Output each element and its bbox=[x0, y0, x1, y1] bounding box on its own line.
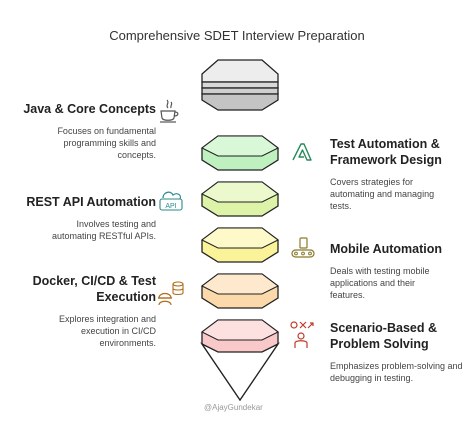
framework-icon bbox=[292, 143, 312, 161]
item-java: Java & Core Concepts Focuses on fundamen… bbox=[14, 101, 156, 161]
svg-text:API: API bbox=[165, 203, 176, 210]
segment-pink-tip bbox=[200, 319, 280, 402]
diagram-title: Comprehensive SDET Interview Preparation bbox=[109, 28, 365, 43]
item-heading: Scenario-Based & Problem Solving bbox=[330, 321, 437, 351]
item-description: Deals with testing mobile applications a… bbox=[330, 266, 430, 300]
mobile-automation-icon bbox=[291, 237, 315, 258]
item-mobile-automation: Mobile Automation Deals with testing mob… bbox=[330, 241, 470, 301]
item-heading: Java & Core Concepts bbox=[23, 102, 156, 116]
pencil-stack-diagram bbox=[200, 59, 280, 402]
item-heading: Test Automation & Framework Design bbox=[330, 137, 442, 167]
eraser-segment bbox=[201, 59, 279, 111]
item-rest-api: REST API Automation Involves testing and… bbox=[14, 194, 156, 242]
item-description: Focuses on fundamental programming skill… bbox=[57, 126, 156, 160]
problem-solving-icon bbox=[290, 321, 314, 348]
item-description: Involves testing and automating RESTful … bbox=[51, 219, 156, 241]
item-heading: Docker, CI/CD & Test Execution bbox=[32, 274, 156, 304]
item-scenario-based: Scenario-Based & Problem Solving Emphasi… bbox=[330, 320, 470, 384]
item-docker-cicd: Docker, CI/CD & Test Execution Explores … bbox=[14, 273, 156, 349]
segment-green bbox=[201, 135, 279, 171]
docker-worker-icon bbox=[158, 281, 184, 306]
item-heading: Mobile Automation bbox=[330, 242, 443, 256]
watermark: @AjayGundekar bbox=[204, 403, 263, 412]
java-icon bbox=[160, 99, 179, 123]
segment-yellow bbox=[201, 227, 279, 263]
item-heading: REST API Automation bbox=[26, 195, 156, 209]
segment-orange bbox=[201, 273, 279, 309]
item-description: Explores integration and execution in CI… bbox=[58, 314, 156, 348]
item-description: Emphasizes problem-solving and debugging… bbox=[330, 361, 463, 383]
api-cloud-icon: API bbox=[159, 191, 183, 211]
segment-lime bbox=[201, 181, 279, 217]
item-test-automation: Test Automation & Framework Design Cover… bbox=[330, 136, 470, 212]
item-description: Covers strategies for automating and man… bbox=[330, 177, 435, 211]
